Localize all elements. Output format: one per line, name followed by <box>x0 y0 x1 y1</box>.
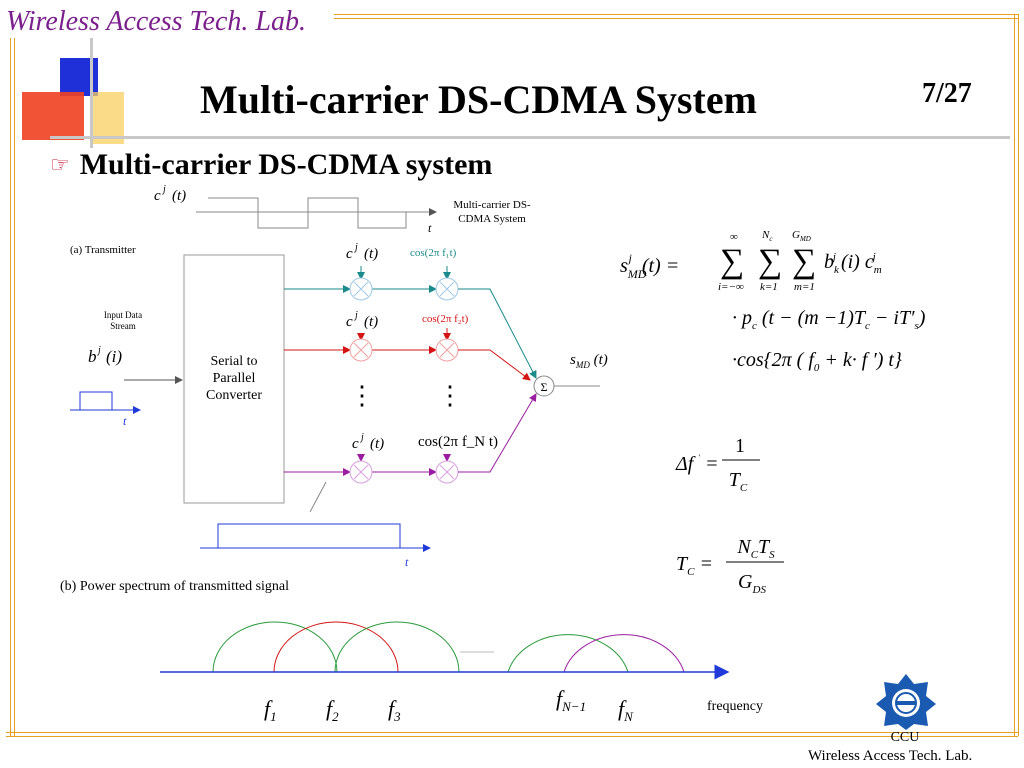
eq-tc-lhs: TC = <box>676 553 713 578</box>
branch1-code-arg: (t) <box>364 246 378 262</box>
freq-label-fn: fN <box>618 696 634 724</box>
input-symbol-sup: j <box>96 345 101 356</box>
lobe-3 <box>334 621 460 673</box>
eq-limit-i: i=−∞ <box>718 281 744 293</box>
eq-smd-terms: bkj (i) cmj <box>824 251 882 276</box>
branch-ellipsis-1: ⋮ <box>349 381 375 410</box>
code-waveform: c j (t) t Multi-carrier DS- CDMA System <box>154 184 531 235</box>
carrier-2-label: cos(2π f₂t) <box>422 313 469 325</box>
converter-label-1: Serial to <box>210 354 257 369</box>
frequency-axis-label: frequency <box>707 699 763 714</box>
slide-title: Multi-carrier DS-CDMA System <box>200 77 757 122</box>
eq-sum-3: ∑ <box>792 243 816 280</box>
freq-label-f3: f3 <box>388 696 401 724</box>
branchN-code-arg: (t) <box>370 436 384 452</box>
eq-tc-num: NCTS <box>736 536 775 561</box>
freq-label-fn-minus-1: fN−1 <box>556 686 586 714</box>
eq-limit-m: m=1 <box>794 281 815 293</box>
carrier-n-label: cos(2π f_N t) <box>418 434 498 450</box>
chip-axis-t: t <box>405 555 409 569</box>
freq-label-f2: f2 <box>326 696 339 724</box>
pointing-hand-icon: ☞ <box>50 152 70 177</box>
code-label-arg: (t) <box>172 188 186 204</box>
serial-to-parallel-converter <box>183 254 285 504</box>
eq-smd-lhs: sMDj(t) = <box>620 251 679 281</box>
red-square-decoration <box>22 92 84 140</box>
eq-delta-f-num: 1 <box>735 435 745 457</box>
branch2-code-sup: j <box>353 310 358 321</box>
branch1-code: c <box>346 246 353 262</box>
lobe-n-minus-1 <box>507 634 629 673</box>
lobe-2 <box>273 621 399 673</box>
transmitter-label: (a) Transmitter <box>70 244 136 256</box>
branchN-code: c <box>352 436 359 452</box>
branchN-code-sup: j <box>359 432 364 443</box>
input-label-1: Input Data <box>104 310 142 320</box>
chip-waveform <box>217 523 401 548</box>
code-label: c <box>154 188 161 204</box>
input-symbol: b <box>88 347 97 366</box>
spectrum-caption: (b) Power spectrum of transmitted signal <box>60 579 289 594</box>
eq-limit-inf: ∞ <box>730 231 738 243</box>
waveform-caption-line2: CDMA System <box>458 213 526 225</box>
freq-label-f1: f1 <box>264 696 277 724</box>
bullet-text: Multi-carrier DS-CDMA system <box>79 148 493 181</box>
title-underline <box>50 136 1010 139</box>
branch-ellipsis-2: ⋮ <box>437 381 463 410</box>
lab-name-header: Wireless Access Tech. Lab. <box>6 6 306 37</box>
ccu-logo-icon <box>876 674 936 730</box>
eq-line2: · pc (t − (m −1)Tc − iT′s) <box>732 307 926 332</box>
bullet-item: ☞ Multi-carrier DS-CDMA system <box>50 148 492 182</box>
eq-delta-f-lhs: Δf ′ = <box>675 453 719 475</box>
branch2-code-arg: (t) <box>364 314 378 330</box>
lobe-n <box>563 634 685 673</box>
footer-ccu: CCU <box>890 730 920 745</box>
branch-n: c j (t) cos(2π f_N t) <box>284 393 537 484</box>
eq-sum-2: ∑ <box>758 243 782 280</box>
branch2-code: c <box>346 314 353 330</box>
page-indicator: 7/27 <box>922 78 972 109</box>
converter-label-2: Parallel <box>213 371 256 386</box>
waveform-axis-t: t <box>428 221 432 235</box>
input-label-2: Stream <box>110 321 136 331</box>
summer-symbol: Σ <box>541 380 548 394</box>
branch1-code-sup: j <box>353 242 358 253</box>
spectrum-link-arrow <box>309 481 327 513</box>
eq-limit-k: k=1 <box>760 281 778 293</box>
input-symbol-arg: (i) <box>106 347 122 366</box>
lobe-1 <box>212 621 338 673</box>
branch-1: c j (t) cos(2π f₁t) <box>284 242 537 379</box>
carrier-1-label: cos(2π f₁t) <box>410 247 457 259</box>
branch-2: c j (t) cos(2π f₂t) <box>284 310 531 381</box>
eq-sum-1: ∑ <box>720 243 744 280</box>
code-label-sup: j <box>161 184 166 195</box>
converter-label-3: Converter <box>206 388 262 403</box>
waveform-caption-line1: Multi-carrier DS- <box>453 199 531 211</box>
input-axis-t: t <box>123 414 127 428</box>
footer-lab-name: Wireless Access Tech. Lab. <box>808 748 973 764</box>
